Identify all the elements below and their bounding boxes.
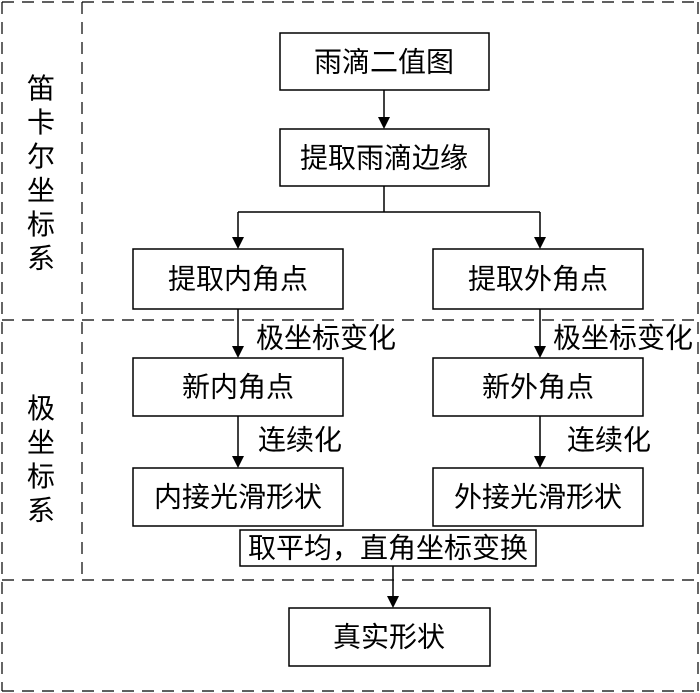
edge-continuous-left-label: 连续化 — [258, 424, 342, 457]
node-outer-smooth-label: 外接光滑形状 — [454, 481, 622, 514]
box-extract-outer — [432, 248, 644, 310]
polar-label-char: 极 — [27, 392, 55, 425]
polar-label-char: 标 — [27, 460, 55, 493]
node-inner-smooth-label: 内接光滑形状 — [154, 481, 322, 514]
cartesian-label-char: 笛 — [27, 72, 55, 105]
box-new-inner — [132, 357, 344, 417]
node-extract-inner-label: 提取内角点 — [168, 263, 308, 296]
box-new-outer — [432, 357, 644, 417]
edge-average-transform-label: 取平均，直角坐标变换 — [248, 532, 528, 565]
box-extract-inner — [132, 248, 344, 310]
box-true-shape — [288, 607, 491, 667]
box-inner-smooth — [132, 467, 344, 527]
box-outer-smooth — [432, 467, 644, 527]
cartesian-label-char: 卡 — [27, 106, 55, 139]
node-extract-outer-label: 提取外角点 — [468, 263, 608, 296]
edge-polar-transform-left-label: 极坐标变化 — [256, 322, 396, 355]
cartesian-label-char: 系 — [27, 242, 55, 275]
cartesian-label-char: 标 — [27, 208, 55, 241]
box-binary-image — [279, 32, 490, 91]
cartesian-label-char: 坐 — [27, 174, 55, 207]
box-average-transform — [239, 529, 537, 567]
node-new-inner-label: 新内角点 — [182, 371, 294, 404]
node-true-shape-label: 真实形状 — [333, 621, 445, 654]
edge-continuous-right-label: 连续化 — [567, 424, 651, 457]
polar-region-label: 极 坐 标 系 — [27, 392, 55, 527]
node-binary-image-label: 雨滴二值图 — [314, 46, 454, 79]
node-extract-edge-label: 提取雨滴边缘 — [300, 142, 468, 175]
cartesian-label-char: 尔 — [27, 140, 55, 173]
cartesian-region-label: 笛 卡 尔 坐 标 系 — [27, 72, 55, 275]
edge-polar-transform-right-label: 极坐标变化 — [553, 322, 693, 355]
polar-label-char: 系 — [27, 494, 55, 527]
node-new-outer-label: 新外角点 — [482, 371, 594, 404]
polar-label-char: 坐 — [27, 426, 55, 459]
